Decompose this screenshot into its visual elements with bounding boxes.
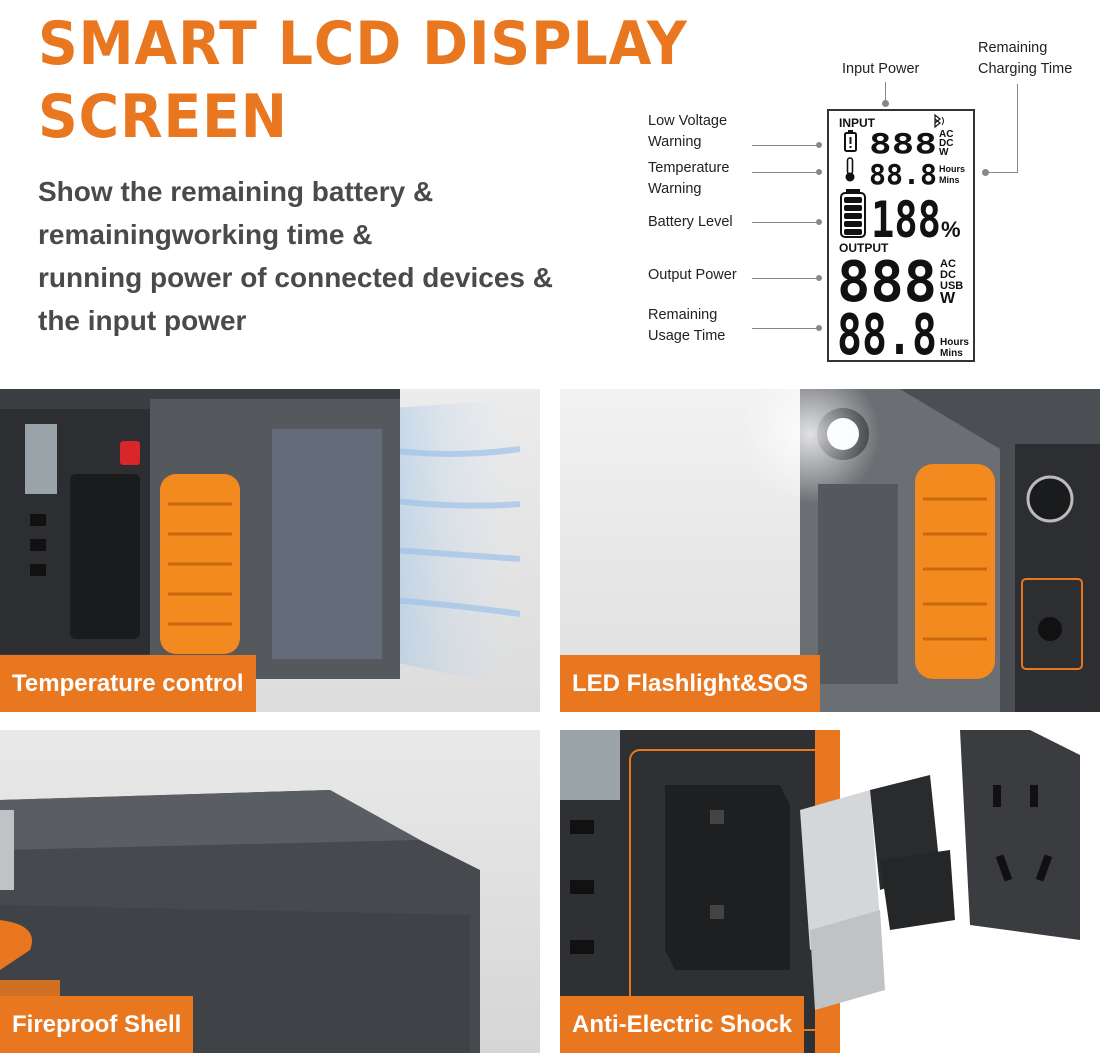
callout-line [752,278,818,279]
callout-dot [882,100,889,107]
thermometer-icon [845,157,855,182]
lcd-unit-mins: Mins [939,175,960,185]
lcd-unit-hours: Hours [940,337,969,348]
spring-contacts [870,775,955,930]
callout-line [885,82,886,106]
outlet-cover [665,785,790,970]
callout-temperature: Temperature Warning [648,160,730,197]
battery-icon [840,189,866,238]
callout-low-voltage: Low Voltage Warning [648,113,728,150]
front-lcd [25,424,57,494]
lcd-remaining-digits: 88.8 [837,303,937,360]
vent-grille [272,429,382,659]
panel-led-flashlight: LED Flashlight&SOS [560,389,1100,712]
callout-line [752,328,818,329]
vent-grille [818,484,898,684]
lcd-input-label: INPUT [839,116,876,130]
lcd-output-digits: 888 [837,250,937,315]
panel-fireproof-shell: Fireproof Shell [0,730,540,1053]
lcd-display: INPUT 888 AC DC W 88.8 Hours Mins [827,109,975,368]
power-station-side-image [0,389,521,689]
lcd-display-graphic: INPUT 888 AC DC W 88.8 Hours Mins [837,113,969,368]
description-line: Show the remaining battery & [38,176,434,207]
callout-dot [816,325,822,331]
wall-socket [960,730,1080,940]
lcd-input-digits: 888 [869,127,937,160]
flashlight-icon [740,389,880,504]
lcd-battery-digits: 188 [871,191,941,249]
orange-trim [0,920,32,970]
description-line: remainingworking time & [38,219,373,250]
power-station-flashlight-image [740,389,1100,712]
lcd-unit-hours: Hours [939,164,965,174]
lcd-unit-ac: AC [940,258,956,270]
callout-output-power: Output Power [648,267,737,283]
callout-remaining-usage: Remaining Usage Time [648,307,726,344]
title-line-2: SCREEN [38,82,288,152]
lcd-time-digits: 88.8 [869,158,937,191]
shutter-plate [800,790,885,1010]
power-button [120,441,140,465]
bluetooth-icon [934,113,944,129]
description-line: the input power [38,305,247,336]
callout-line [752,222,818,223]
callout-battery-level: Battery Level [648,214,733,230]
callout-dot [982,169,989,176]
callout-remaining-charging: Remaining Charging Time [978,40,1073,77]
dc-input-port [1038,617,1062,641]
page-title: SMART LCD DISPLAY SCREEN [38,8,688,154]
callout-dot [816,169,822,175]
lcd-unit-mins: Mins [940,348,963,359]
feature-label: Temperature control [0,655,256,712]
callout-line [1017,84,1018,172]
car-port [1026,475,1074,523]
feature-label: LED Flashlight&SOS [560,655,821,712]
title-line-1: SMART LCD DISPLAY [38,9,688,79]
lcd-unit-dc: DC [939,138,953,149]
callout-input-power: Input Power [842,61,920,77]
feature-description: Show the remaining battery & remainingwo… [38,170,638,342]
orange-grip [915,464,995,679]
lcd-unit-ac: AC [939,129,953,140]
panel-temperature-control: Temperature control [0,389,540,712]
lcd-unit-w: W [940,290,956,307]
panel-anti-electric-shock: Anti-Electric Shock [560,730,1100,1053]
callout-line [752,145,818,146]
callout-dot [816,275,822,281]
label-plate [0,810,14,890]
feature-label: Anti-Electric Shock [560,996,805,1053]
airflow-graphic [379,399,521,689]
lcd-unit-usb: USB [940,280,963,292]
lcd-unit-dc: DC [940,269,956,281]
front-lcd [560,730,620,800]
lcd-output-label: OUTPUT [839,241,889,255]
low-voltage-icon [844,130,857,152]
callout-dot [816,142,822,148]
callout-line [986,172,1018,173]
feature-label: Fireproof Shell [0,996,194,1053]
lcd-percent: % [941,217,961,242]
description-line: running power of connected devices & [38,262,553,293]
callout-dot [816,219,822,225]
callout-line [752,172,818,173]
ac-outlet-cover [70,474,140,639]
lcd-unit-w: W [939,147,949,158]
